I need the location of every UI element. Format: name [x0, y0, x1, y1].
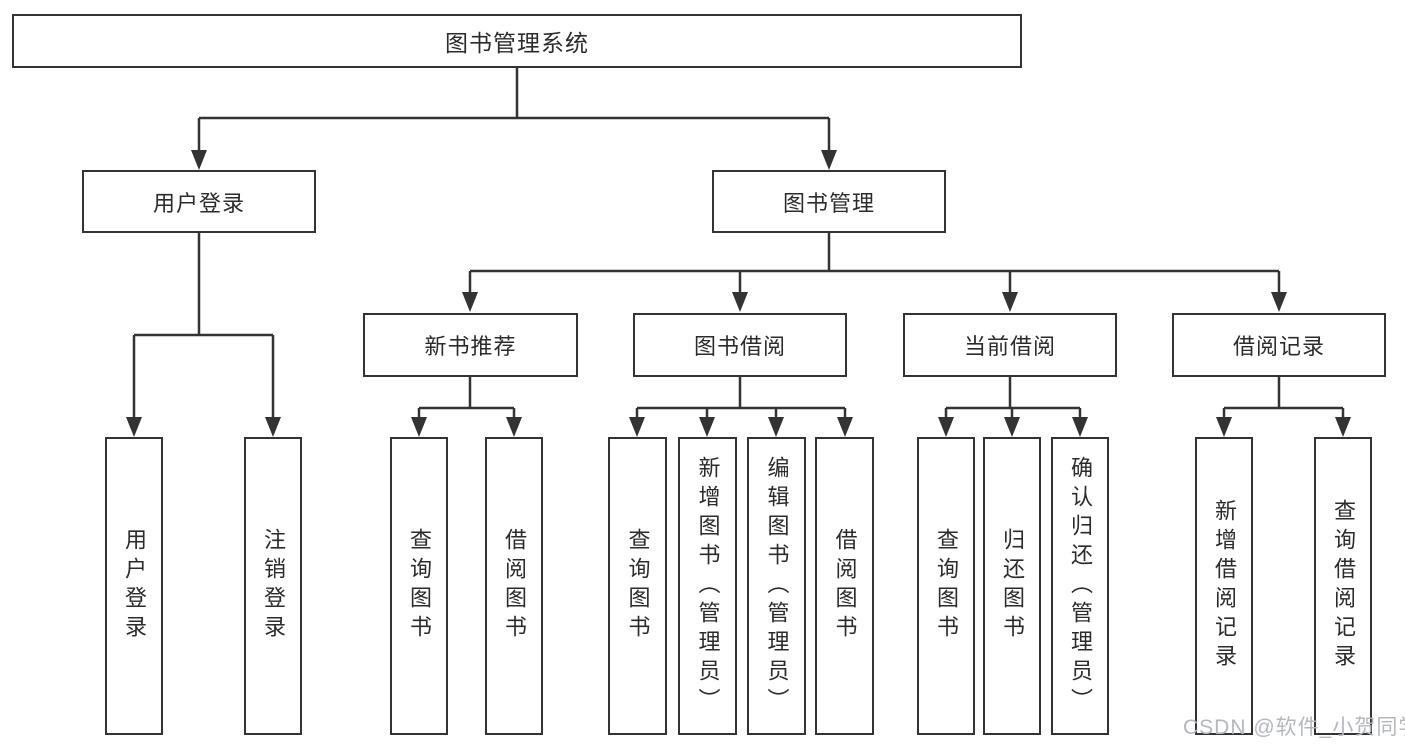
arrow-icon: [506, 417, 522, 437]
arrow-icon: [768, 417, 784, 437]
node-leaf-cur-query-books-label: 查询图书: [934, 528, 959, 644]
csdn-watermark: CSDN @软件_小贺同学: [1183, 716, 1405, 739]
node-leaf-bor-borrow-books-label: 借阅图书: [832, 528, 858, 644]
node-user-login: 用户登录: [82, 170, 316, 233]
node-leaf-rec-borrow-books: 借阅图书: [485, 437, 543, 735]
arrow-icon: [462, 292, 478, 312]
node-leaf-hist-query-record: 查询借阅记录: [1314, 437, 1372, 735]
edge-book-borrow-children: [635, 377, 847, 419]
node-leaf-logout: 注销登录: [244, 437, 302, 735]
node-leaf-bor-add-books-label: 新增图书（管理员）: [695, 455, 721, 717]
edge-new-book-rec-children: [417, 377, 516, 419]
arrow-icon: [265, 417, 281, 437]
arrow-icon: [837, 417, 853, 437]
arrow-icon: [1335, 417, 1351, 437]
node-book-borrow-label: 图书借阅: [693, 334, 786, 359]
node-leaf-rec-query-books-label: 查询图书: [407, 528, 432, 644]
node-root-label: 图书管理系统: [445, 30, 589, 56]
arrow-icon: [1004, 417, 1020, 437]
node-leaf-rec-borrow-books-label: 借阅图书: [502, 528, 527, 644]
node-leaf-hist-add-record-label: 新增借阅记录: [1212, 499, 1237, 673]
edge-user-login-children: [132, 233, 275, 419]
arrow-icon: [191, 150, 207, 170]
node-leaf-cur-query-books: 查询图书: [917, 437, 975, 735]
node-leaf-user-login: 用户登录: [105, 437, 163, 735]
arrow-icon: [1271, 292, 1287, 312]
node-leaf-cur-return-books: 归还图书: [983, 437, 1041, 735]
edge-book-mgmt-children: [468, 233, 1281, 294]
arrow-icon: [699, 417, 715, 437]
arrow-icon: [732, 292, 748, 312]
node-leaf-bor-query-books: 查询图书: [608, 437, 667, 735]
node-new-book-rec-label: 新书推荐: [424, 334, 517, 359]
node-leaf-logout-label: 注销登录: [261, 528, 286, 644]
node-user-login-label: 用户登录: [152, 190, 245, 216]
node-leaf-cur-confirm-return-label: 确认归还（管理员）: [1068, 455, 1093, 717]
node-book-mgmt-label: 图书管理: [782, 190, 875, 216]
node-root: 图书管理系统: [12, 14, 1022, 68]
node-current-borrow: 当前借阅: [903, 313, 1117, 377]
arrow-icon: [938, 417, 954, 437]
node-new-book-rec: 新书推荐: [363, 313, 578, 377]
edge-current-borrow-children: [944, 377, 1082, 419]
node-leaf-rec-query-books: 查询图书: [390, 437, 448, 735]
node-borrow-records-label: 借阅记录: [1232, 334, 1325, 359]
node-book-borrow: 图书借阅: [633, 313, 847, 377]
edge-borrow-records-children: [1222, 377, 1345, 419]
node-leaf-cur-return-books-label: 归还图书: [1000, 528, 1025, 644]
edge-root-stem: [197, 68, 831, 152]
arrowheads: [126, 150, 1351, 437]
node-leaf-bor-borrow-books: 借阅图书: [815, 437, 874, 735]
node-leaf-cur-confirm-return: 确认归还（管理员）: [1051, 437, 1109, 735]
arrow-icon: [821, 150, 837, 170]
arrow-icon: [411, 417, 427, 437]
node-leaf-bor-edit-books: 编辑图书（管理员）: [747, 437, 806, 735]
node-leaf-hist-add-record: 新增借阅记录: [1195, 437, 1253, 735]
arrow-icon: [1072, 417, 1088, 437]
node-leaf-bor-edit-books-label: 编辑图书（管理员）: [764, 455, 790, 717]
arrow-icon: [1002, 292, 1018, 312]
arrow-icon: [126, 417, 142, 437]
node-leaf-hist-query-record-label: 查询借阅记录: [1331, 499, 1356, 673]
arrow-icon: [629, 417, 645, 437]
node-borrow-records: 借阅记录: [1172, 313, 1386, 377]
node-book-mgmt: 图书管理: [712, 170, 946, 233]
node-leaf-bor-add-books: 新增图书（管理员）: [678, 437, 737, 735]
node-current-borrow-label: 当前借阅: [963, 334, 1056, 359]
arrow-icon: [1216, 417, 1232, 437]
node-leaf-user-login-label: 用户登录: [122, 528, 147, 644]
node-leaf-bor-query-books-label: 查询图书: [625, 528, 651, 644]
